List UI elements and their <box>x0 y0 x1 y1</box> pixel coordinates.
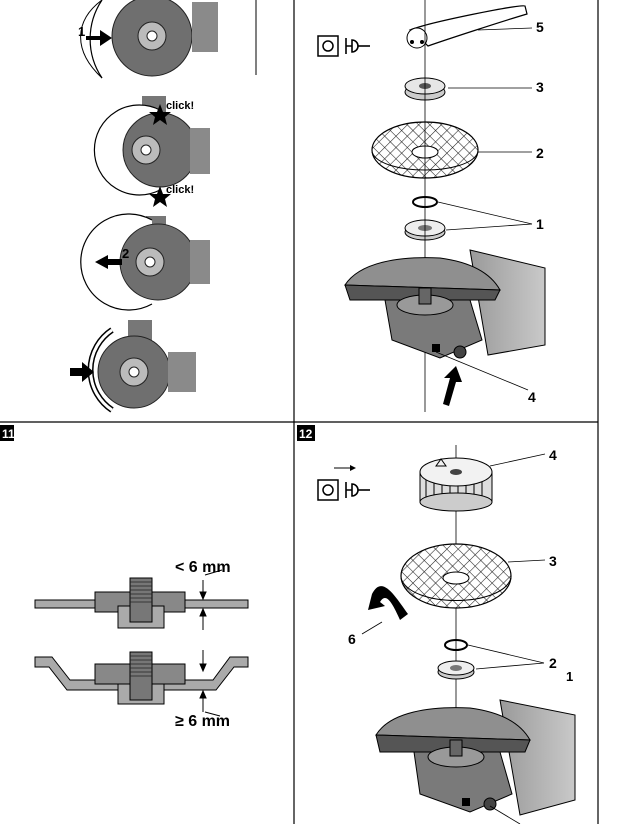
spindle-lock-arrow-icon <box>443 366 462 406</box>
guard-step-2-click: click! click! <box>93 96 210 207</box>
figure-11-number: 11 <box>2 427 15 441</box>
quick-release-nut <box>419 457 493 512</box>
callout-2: 2 <box>536 145 544 161</box>
push-arrow-icon <box>70 362 94 382</box>
fig12-callout-4: 4 <box>549 447 557 463</box>
push-arrow-icon <box>86 30 112 46</box>
click-label-bottom: click! <box>166 184 194 196</box>
step-2-label: 2 <box>122 246 129 261</box>
figure-11-badge <box>0 425 14 441</box>
click-star-icon <box>149 186 171 207</box>
cutting-disc-fig12 <box>400 543 512 609</box>
callout-3: 3 <box>536 79 544 95</box>
depressed-disc-diagram <box>34 651 249 705</box>
guard-step-3-rotate: 2 <box>80 213 210 311</box>
click-label-top: click! <box>166 100 194 112</box>
guard-step-1: 1 <box>78 0 218 79</box>
fig12-callout-6: 6 <box>348 631 356 647</box>
click-star-icon <box>149 104 171 125</box>
gap-measure-less <box>199 569 223 630</box>
callout-4: 4 <box>528 389 536 405</box>
fig12-callout-1: 1 <box>566 669 573 684</box>
gap-measure-geq <box>199 650 221 717</box>
label-geq-6mm: ≥ 6 mm <box>175 713 230 730</box>
angle-grinder-head <box>344 249 546 359</box>
guard-step-4-locked <box>70 320 196 413</box>
flange-oring-fig12 <box>437 639 475 680</box>
plug-disconnect-icon <box>317 35 370 57</box>
label-less-than-6mm: < 6 mm <box>175 559 231 576</box>
panel-grid <box>0 0 599 824</box>
figure-12-badge <box>297 425 315 441</box>
step-1-label: 1 <box>78 24 85 39</box>
callout-1: 1 <box>536 216 544 232</box>
angle-grinder-head-fig12 <box>375 699 576 816</box>
spanner-wrench <box>406 5 528 49</box>
callout-5: 5 <box>536 19 544 35</box>
plug-disconnect-icon <box>317 465 370 501</box>
fig12-callout-3: 3 <box>549 553 557 569</box>
pull-arrow-icon <box>95 255 122 269</box>
rotation-arrow-icon <box>368 586 408 620</box>
flat-disc-diagram <box>34 577 249 629</box>
fig12-callout-2: 2 <box>549 655 557 671</box>
figure-12-number: 12 <box>299 427 313 441</box>
